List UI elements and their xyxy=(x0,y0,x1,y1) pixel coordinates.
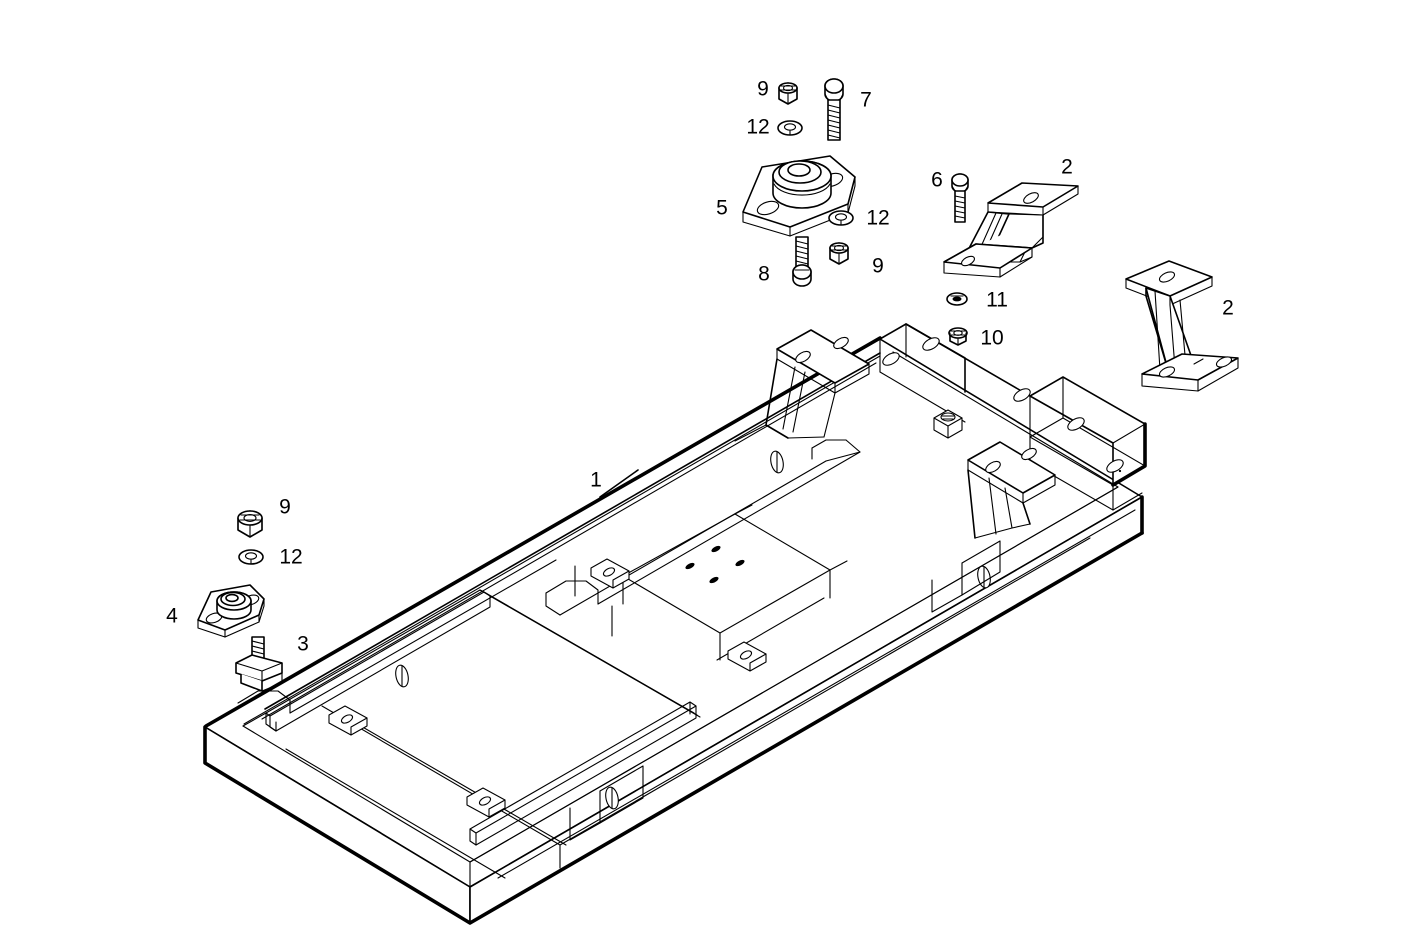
callout-9c: 9 xyxy=(279,496,291,519)
fastener-hex-nut-mid xyxy=(829,242,849,265)
part-z-mount-bracket xyxy=(943,182,1079,278)
callout-7: 7 xyxy=(860,89,872,112)
fastener-hex-nut-small xyxy=(948,327,968,346)
deck-weld-nut xyxy=(933,409,963,439)
fastener-flat-washer-left xyxy=(238,549,264,565)
callout-9a: 9 xyxy=(757,78,769,101)
guide-rail-left xyxy=(265,589,701,732)
fastener-hex-bolt-short xyxy=(951,173,969,223)
fastener-flat-washer-mid xyxy=(828,210,854,226)
callout-1: 1 xyxy=(590,469,602,492)
callout-12c: 12 xyxy=(279,546,302,569)
rail-clamp-b xyxy=(466,787,506,818)
fastener-hex-nut-left xyxy=(237,510,263,538)
callout-11: 11 xyxy=(986,289,1008,312)
fastener-hex-bolt-medium xyxy=(792,236,812,287)
callout-5: 5 xyxy=(716,197,728,220)
callout-numbers: 1 2 2 3 4 5 6 7 8 9 9 9 10 11 12 12 12 xyxy=(166,78,1234,656)
rail-clamp-c xyxy=(590,558,630,589)
part-t-bolt-channel-nut xyxy=(235,636,283,692)
leader-line-1 xyxy=(599,469,639,498)
callout-2b: 2 xyxy=(1222,297,1234,320)
callout-9b: 9 xyxy=(872,255,884,278)
callout-4: 4 xyxy=(166,605,178,628)
fastener-hex-bolt-long xyxy=(824,78,844,141)
callout-2a: 2 xyxy=(1061,156,1073,179)
fastener-flat-washer-small xyxy=(946,292,968,306)
guide-rail-right xyxy=(469,701,697,846)
part-rubber-mount-small xyxy=(197,584,265,638)
callout-8: 8 xyxy=(758,263,770,286)
callout-10: 10 xyxy=(980,327,1003,350)
callout-12a: 12 xyxy=(746,116,769,139)
fastener-flat-washer-top xyxy=(777,120,803,136)
part-rubber-mount-large xyxy=(742,155,856,237)
callout-3: 3 xyxy=(297,633,309,656)
fastener-hex-nut-top xyxy=(778,82,798,105)
callout-12b: 12 xyxy=(866,207,889,230)
part-base-frame xyxy=(203,323,1147,925)
callout-6: 6 xyxy=(931,169,943,192)
leader-lines xyxy=(599,469,639,498)
plate-slot-group xyxy=(685,545,745,584)
rail-clamp-d xyxy=(727,641,767,672)
part-pedestal-bracket xyxy=(1125,260,1239,392)
frame-bracket-right xyxy=(967,441,1056,539)
rail-clamp-a xyxy=(328,705,368,736)
frame-bracket-left xyxy=(734,329,870,442)
